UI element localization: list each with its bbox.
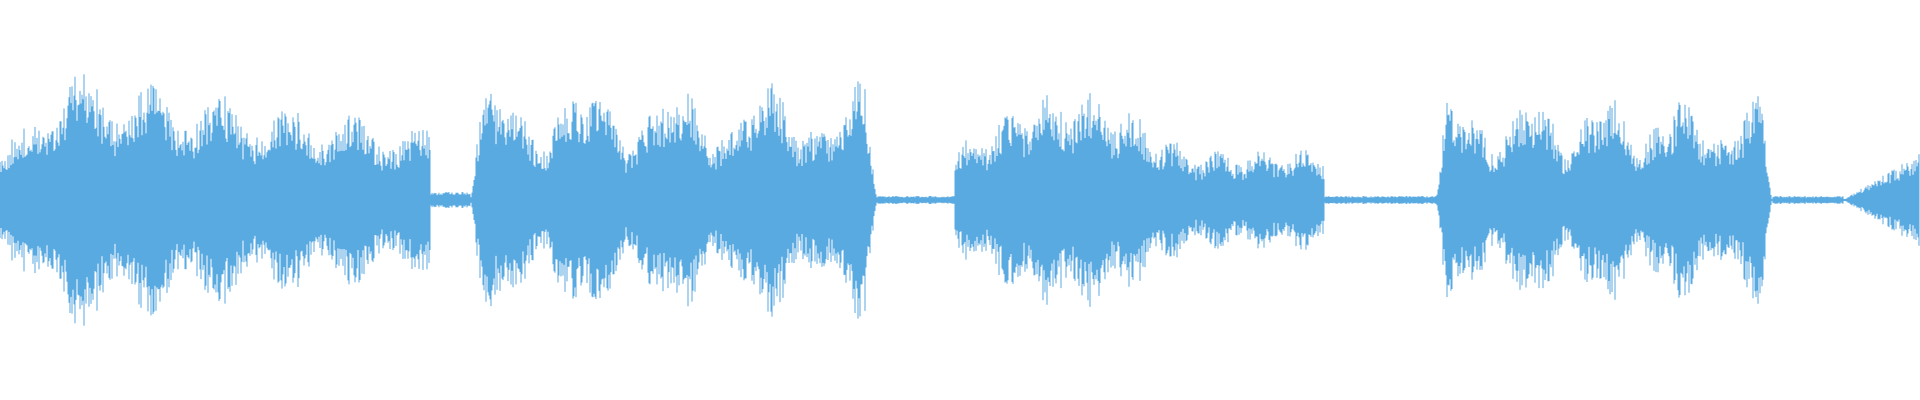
waveform-trace [0,74,1919,325]
waveform-path [0,74,1919,325]
